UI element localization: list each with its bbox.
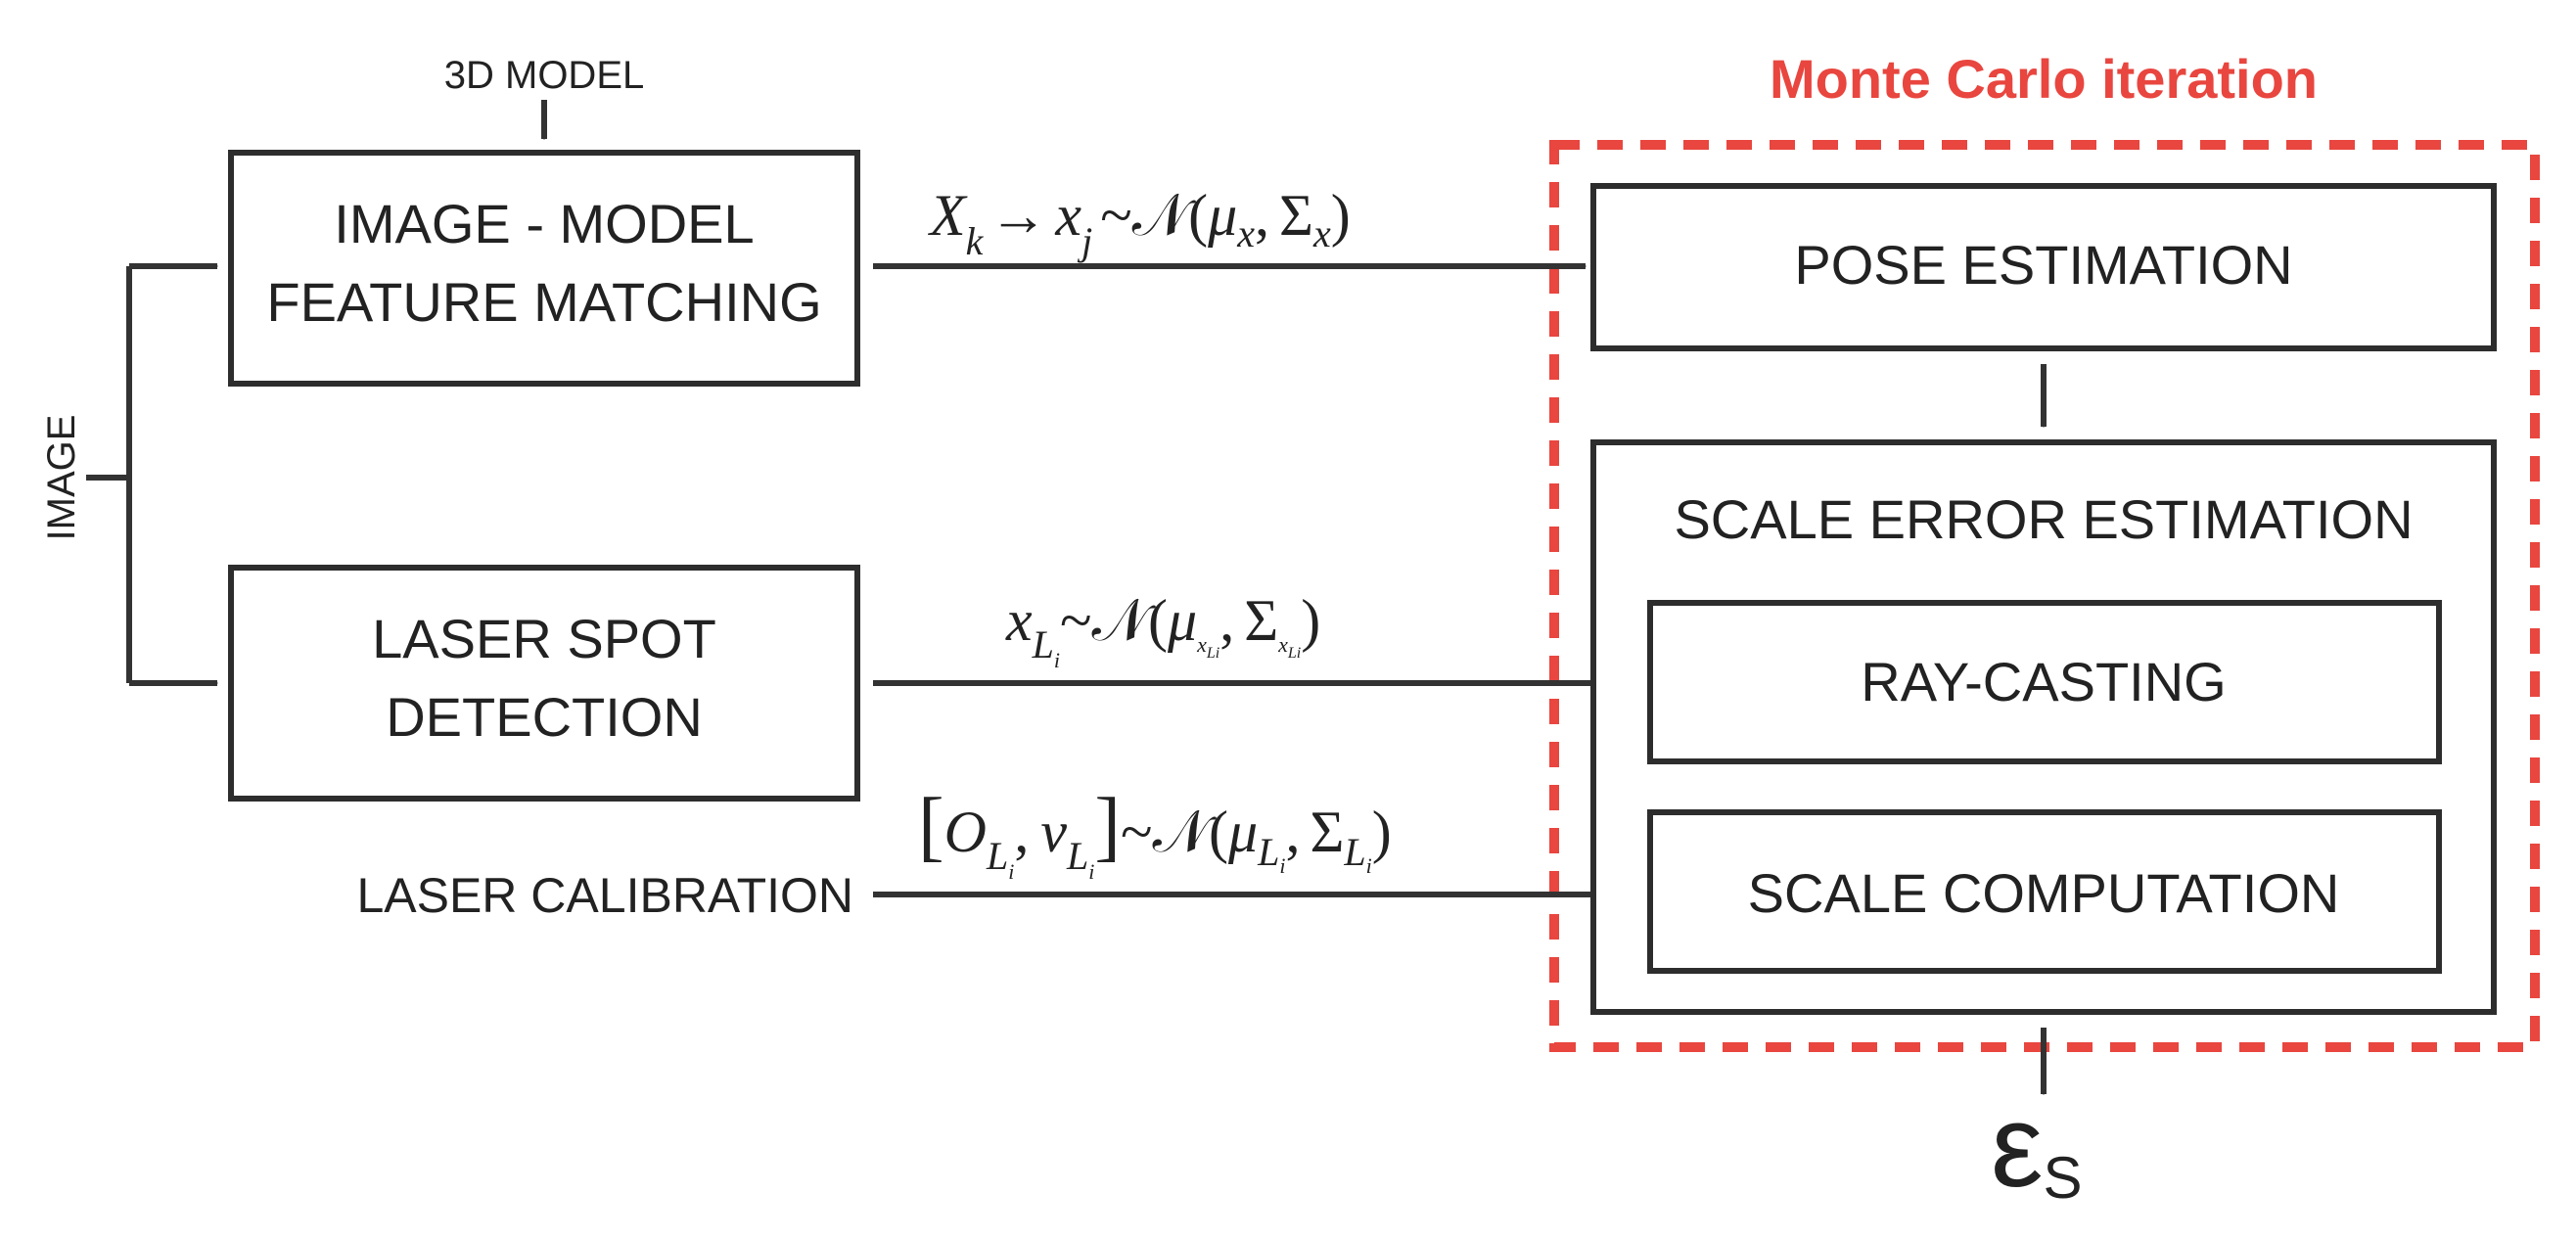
pose-estimation-label: POSE ESTIMATION	[1794, 234, 2292, 296]
feature-matching-box	[228, 150, 860, 387]
laser-spot-detection-box	[228, 565, 860, 802]
ray-casting-label: RAY-CASTING	[1861, 651, 2226, 712]
formula-laser-calibration-distribution: [OLi,vLi]~𝒩(μLi,ΣLi)	[918, 783, 1392, 884]
laser-spot-line1: LASER SPOT	[372, 608, 716, 669]
formula-laser-spot-distribution: xLi~𝒩(μxLi,ΣxLi)	[1005, 588, 1320, 672]
feature-matching-line2: FEATURE MATCHING	[266, 271, 821, 333]
scale-computation-label: SCALE COMPUTATION	[1748, 862, 2340, 924]
scale-computation-box	[1647, 809, 2442, 974]
monte-carlo-title: Monte Carlo iteration	[1770, 48, 2318, 110]
feature-matching-line1: IMAGE - MODEL	[334, 193, 754, 254]
pose-estimation-box	[1590, 183, 2497, 351]
laser-spot-line2: DETECTION	[386, 686, 703, 748]
input-image-label: IMAGE	[40, 415, 83, 541]
laser-calibration-label: LASER CALIBRATION	[356, 868, 853, 923]
ray-casting-box	[1647, 600, 2442, 764]
input-3d-model-label: 3D MODEL	[444, 54, 645, 97]
formula-feature-distribution: Xk→xj~𝒩(μx,Σx)	[928, 183, 1351, 263]
scale-error-estimation-label: SCALE ERROR ESTIMATION	[1674, 488, 2413, 550]
output-epsilon-s: εS	[1991, 1080, 2083, 1212]
